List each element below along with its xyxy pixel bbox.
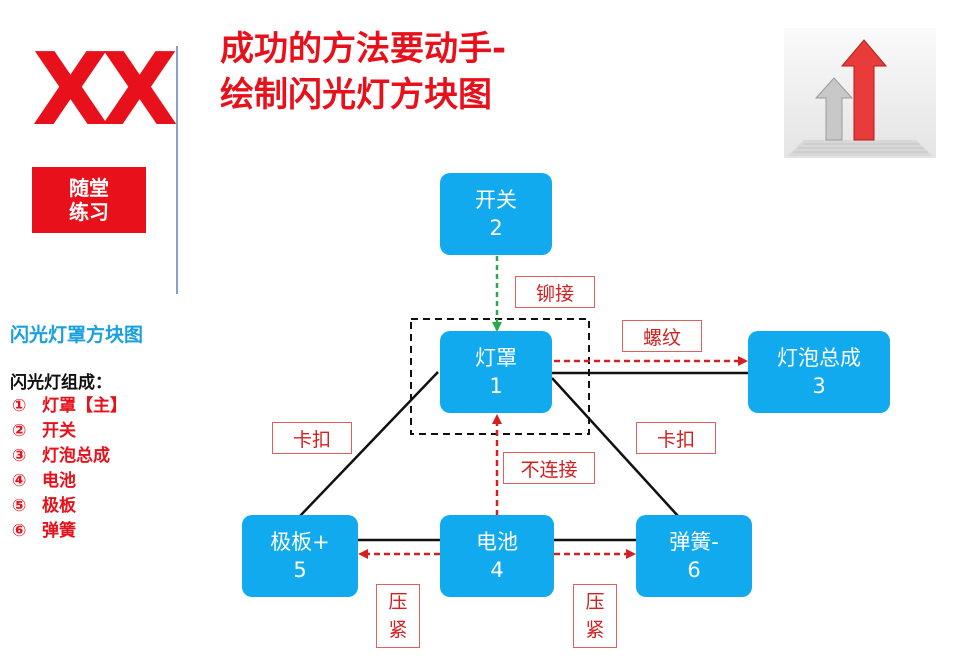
- list-item: ④ 电池: [12, 469, 127, 494]
- components-list: ① 灯罩【主】 ② 开关 ③ 灯泡总成 ④ 电池 ⑤ 极板 ⑥ 弹簧: [12, 394, 127, 544]
- label-press-left-char-1: 压: [388, 591, 408, 613]
- label-press-right-char-1: 压: [585, 591, 605, 613]
- list-item: ① 灯罩【主】: [12, 394, 127, 419]
- label-rivet: 铆接: [515, 276, 595, 308]
- list-item: ② 开关: [12, 419, 127, 444]
- label-clip-right: 卡扣: [636, 422, 716, 454]
- growth-arrows-image: [784, 28, 936, 158]
- node-cover: 灯罩 1: [440, 331, 552, 413]
- list-item-num: ③: [12, 446, 27, 466]
- node-bulb-name: 灯泡总成: [777, 346, 861, 370]
- node-bulb: 灯泡总成 3: [748, 331, 890, 413]
- list-item: ⑤ 极板: [12, 494, 127, 519]
- node-battery-num: 4: [490, 558, 504, 582]
- connector-cover-plate: [299, 371, 439, 517]
- divider-line: [176, 46, 178, 294]
- node-spring-name: 弹簧-: [669, 530, 719, 554]
- node-plate-num: 5: [293, 558, 307, 582]
- title-line-1: 成功的方法要动手-: [220, 29, 507, 69]
- node-spring-num: 6: [687, 558, 701, 582]
- list-item-num: ⑤: [12, 496, 27, 516]
- components-title: 闪光灯组成：: [10, 373, 112, 393]
- list-item-num: ①: [12, 396, 27, 416]
- node-battery-name: 电池: [476, 530, 518, 554]
- practice-badge: 随堂 练习: [32, 167, 146, 233]
- label-press-right-char-2: 紧: [585, 619, 605, 641]
- connector-cover-spring: [551, 377, 679, 517]
- page-title: 成功的方法要动手- 绘制闪光灯方块图: [220, 26, 506, 118]
- list-item-label: 弹簧: [42, 521, 76, 541]
- list-item-num: ②: [12, 421, 27, 441]
- label-press-right: 压 紧: [573, 584, 617, 648]
- xx-logo: XX: [32, 31, 178, 148]
- list-item-num: ④: [12, 471, 27, 491]
- title-line-2: 绘制闪光灯方块图: [220, 75, 492, 115]
- list-item-label: 灯泡总成: [42, 446, 110, 466]
- node-switch-num: 2: [489, 216, 503, 240]
- node-plate-name: 极板+: [270, 530, 330, 554]
- node-plate: 极板+ 5: [242, 515, 358, 597]
- badge-line-2: 练习: [69, 200, 109, 224]
- node-switch-name: 开关: [475, 188, 517, 212]
- list-item-label: 极板: [42, 496, 76, 516]
- node-switch: 开关 2: [440, 173, 552, 255]
- label-clip-left: 卡扣: [272, 422, 352, 454]
- sidebar-heading: 闪光灯罩方块图: [10, 324, 144, 346]
- node-battery: 电池 4: [440, 515, 554, 597]
- badge-line-1: 随堂: [69, 176, 109, 200]
- label-no-connect: 不连接: [503, 452, 595, 484]
- node-cover-num: 1: [489, 374, 503, 398]
- node-bulb-num: 3: [812, 374, 826, 398]
- list-item-label: 开关: [42, 421, 76, 441]
- label-press-left-char-2: 紧: [388, 619, 408, 641]
- node-spring: 弹簧- 6: [636, 515, 752, 597]
- list-item-label: 电池: [42, 471, 76, 491]
- list-item-label: 灯罩【主】: [42, 396, 127, 416]
- label-press-left: 压 紧: [376, 584, 420, 648]
- list-item: ⑥ 弹簧: [12, 519, 127, 544]
- cover-boundary-box: [410, 318, 590, 435]
- list-item-num: ⑥: [12, 521, 27, 541]
- list-item: ③ 灯泡总成: [12, 444, 127, 469]
- label-thread: 螺纹: [622, 320, 702, 352]
- node-cover-name: 灯罩: [475, 346, 517, 370]
